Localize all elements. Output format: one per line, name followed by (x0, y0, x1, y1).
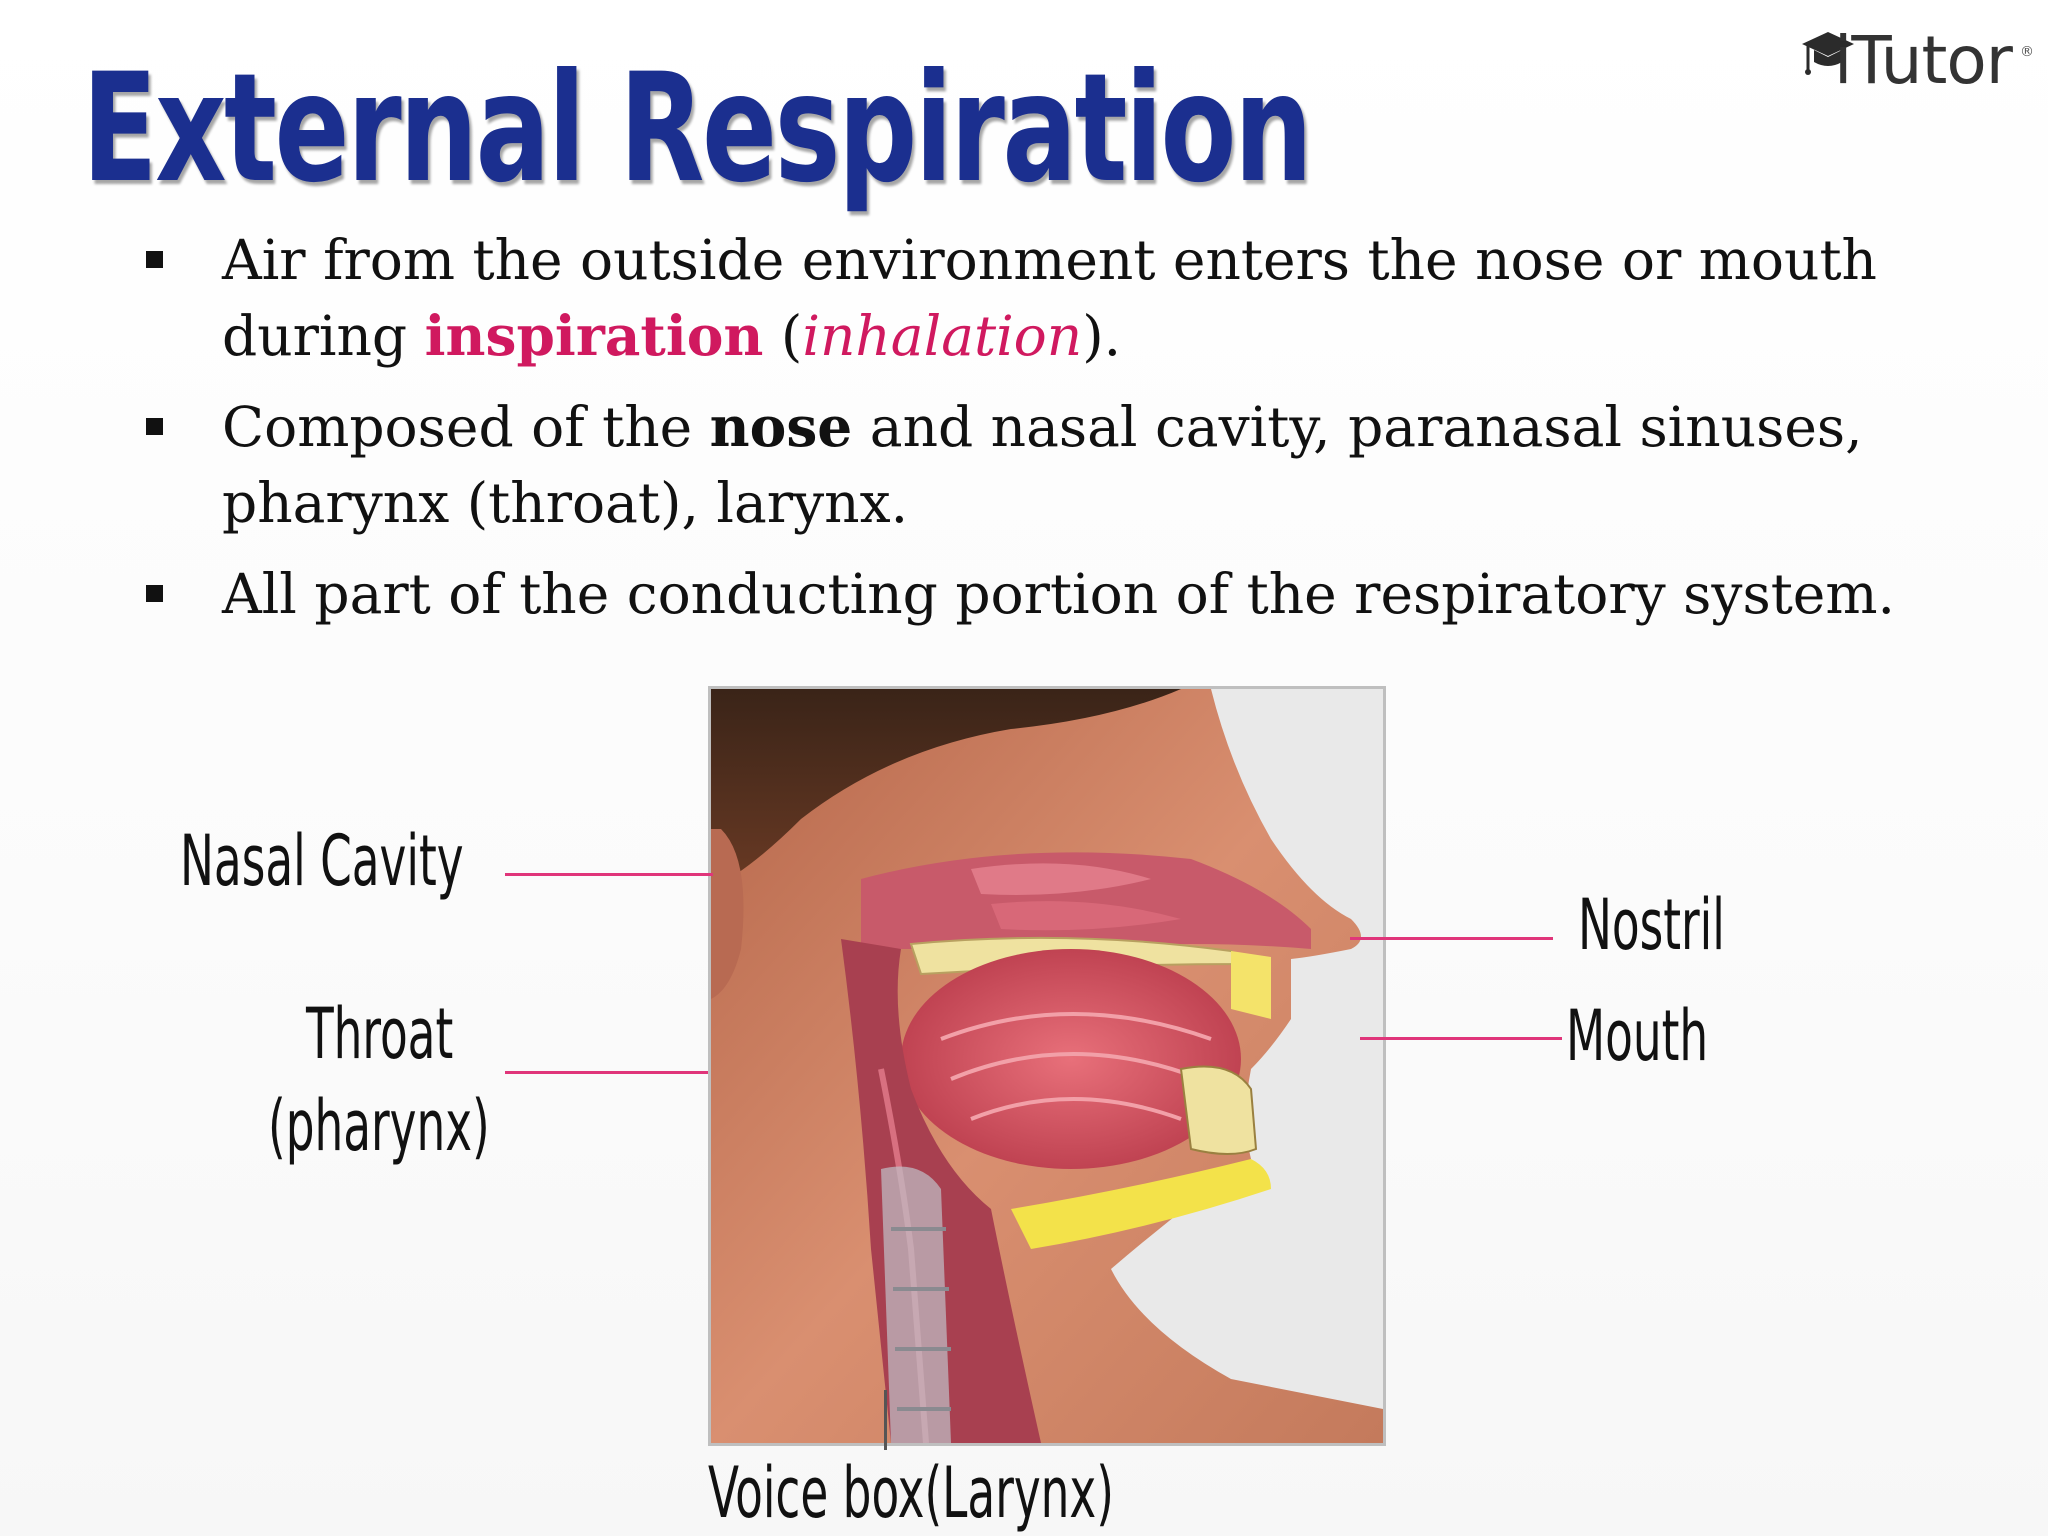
leader-line-nasal-cavity (505, 873, 713, 876)
itutor-logo: iTutor ® (1798, 18, 2038, 108)
head-cross-section-illustration (708, 686, 1386, 1446)
bullet-2-line-2: pharynx (throat), larynx. (222, 471, 909, 535)
label-voice-box: Voice box(Larynx) (708, 1452, 1114, 1534)
term-inspiration: inspiration (424, 303, 764, 368)
leader-line-voice-box (884, 1390, 887, 1450)
term-inhalation: inhalation (802, 304, 1083, 368)
label-nostril: Nostril (1578, 884, 1725, 966)
label-pharynx: (pharynx) (268, 1085, 490, 1167)
leader-line-throat (505, 1071, 708, 1074)
leader-line-nostril (1350, 937, 1553, 940)
leader-line-mouth (1360, 1037, 1562, 1040)
logo-registered-mark: ® (2020, 44, 2034, 60)
paren-close: ). (1082, 304, 1122, 368)
bullet-2-start: Composed of the (222, 395, 710, 459)
bullet-list: Air from the outside environment enters … (140, 222, 2020, 647)
term-nose: nose (709, 394, 853, 459)
paren-open: ( (763, 304, 803, 368)
bullet-2-rest: and nasal cavity, paranasal sinuses, (852, 395, 1863, 459)
label-mouth: Mouth (1566, 995, 1709, 1077)
square-bullet-icon (146, 251, 163, 268)
bullet-item-3: All part of the conducting portion of th… (140, 556, 2020, 632)
slide-title: External Respiration (82, 42, 1313, 216)
bullet-item-1: Air from the outside environment enters … (140, 222, 2020, 374)
bullet-1-line-1: Air from the outside environment enters … (222, 228, 1877, 292)
label-nasal-cavity: Nasal Cavity (180, 820, 464, 902)
bullet-item-2: Composed of the nose and nasal cavity, p… (140, 389, 2020, 541)
bullet-1-line-2-start: during (222, 304, 425, 368)
bullet-3-text: All part of the conducting portion of th… (222, 562, 1895, 626)
label-throat: Throat (306, 993, 454, 1075)
graduation-cap-icon (1802, 32, 1854, 75)
logo-text: iTutor (1834, 22, 2013, 99)
anatomy-drawing (711, 689, 1383, 1443)
square-bullet-icon (146, 418, 163, 435)
square-bullet-icon (146, 585, 163, 602)
